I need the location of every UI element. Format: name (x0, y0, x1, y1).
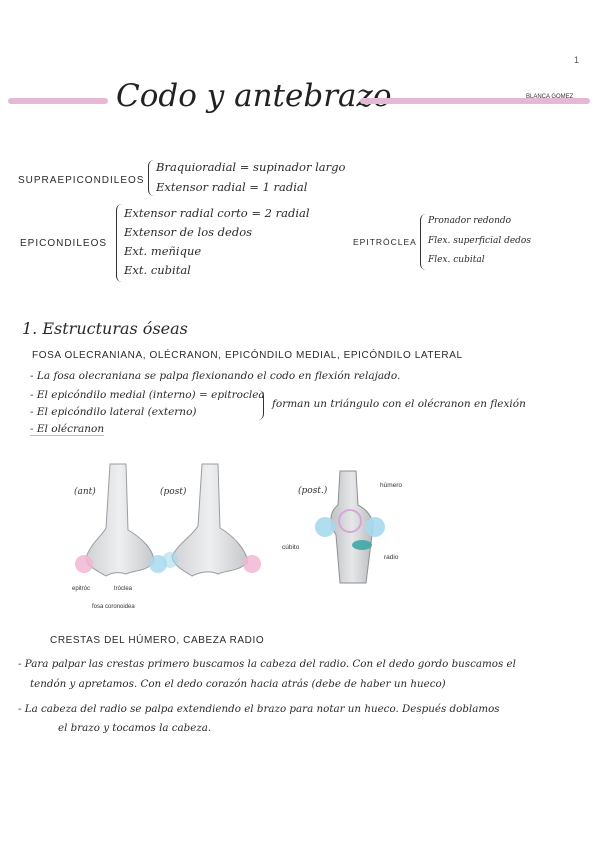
page-title: Codo y antebrazo (116, 78, 392, 114)
epicondileos-item-3: Ext. meñique (124, 244, 202, 258)
title-underline-right (360, 98, 590, 104)
section2-subheading: CRESTAS DEL HÚMERO, CABEZA RADIO (50, 635, 265, 646)
bullet-epicondilo-medial-text: - El epicóndilo medial (interno) = epitr… (30, 389, 265, 401)
supraepicondileos-item-2: Extensor radial = 1 radial (156, 180, 308, 194)
section2-para1-line2: tendón y apretamos. Con el dedo corazón … (30, 678, 446, 690)
bullet-olecranon: - El olécranon (30, 423, 105, 436)
bullet-epicondilo-lateral: - El epicóndilo lateral (externo) (30, 406, 197, 418)
group-label-epicondileos: EPICONDILEOS (20, 238, 108, 249)
brace-epicondileos (116, 204, 123, 282)
epicondileos-item-2: Extensor de los dedos (124, 225, 253, 239)
caption-ant: (ant) (74, 486, 96, 497)
bullet-epicondilo-medial: - El epicóndilo medial (interno) = epitr… (30, 389, 265, 401)
author-name: BLANCA GOMEZ (526, 94, 574, 100)
section2-para2-line2: el brazo y tocamos la cabeza. (58, 722, 212, 734)
epicondileos-item-4: Ext. cubital (124, 263, 191, 277)
section-heading: 1. Estructuras óseas (22, 319, 188, 338)
title-underline-left (8, 98, 108, 104)
page-number: 1 (573, 55, 579, 65)
section2-para1-line1: - Para palpar las crestas primero buscam… (18, 658, 516, 670)
caption-post: (post) (160, 486, 187, 497)
label-humero: húmero (380, 482, 402, 489)
brace-epitroclea (420, 214, 426, 270)
epitroclea-item-3: Flex. cubital (428, 255, 485, 265)
bullet-fosa-olecraniana: - La fosa olecraniana se palpa flexionan… (30, 370, 401, 382)
section-subheading: FOSA OLECRANIANA, OLÉCRANON, EPICÓNDILO … (32, 350, 463, 361)
brace-triangle (258, 390, 264, 420)
label-fosa: fosa coronoidea (92, 604, 135, 610)
epitroclea-item-1: Pronador redondo (428, 216, 512, 226)
label-troclea: tróclea (114, 586, 133, 592)
triangle-note: forman un triángulo con el olécranon en … (272, 398, 526, 410)
label-radio: radio (384, 554, 399, 561)
epitroclea-item-2: Flex. superficial dedos (428, 236, 531, 246)
group-label-supraepicondileos: SUPRAEPICONDILEOS (18, 175, 145, 186)
group-label-epitroclea: EPITRÓCLEA (353, 237, 417, 247)
epicondileos-item-1: Extensor radial corto = 2 radial (124, 206, 310, 220)
caption-lateral: (post.) (298, 485, 328, 496)
supraepicondileos-item-1: Braquioradial = supinador largo (156, 160, 346, 174)
brace-supraepicondileos (148, 160, 155, 196)
section2-para2-line1: - La cabeza del radio se palpa extendien… (18, 703, 500, 715)
label-cubito: cúbito (282, 544, 300, 551)
label-epitroc: epitróc (72, 586, 90, 592)
elbow-anterior-figure: (ant) epitróc tróclea fosa coronoidea (72, 463, 167, 610)
elbow-lateral-figure: (post.) húmero cúbito radio (282, 470, 402, 584)
elbow-posterior-figure: (post) (160, 463, 261, 577)
